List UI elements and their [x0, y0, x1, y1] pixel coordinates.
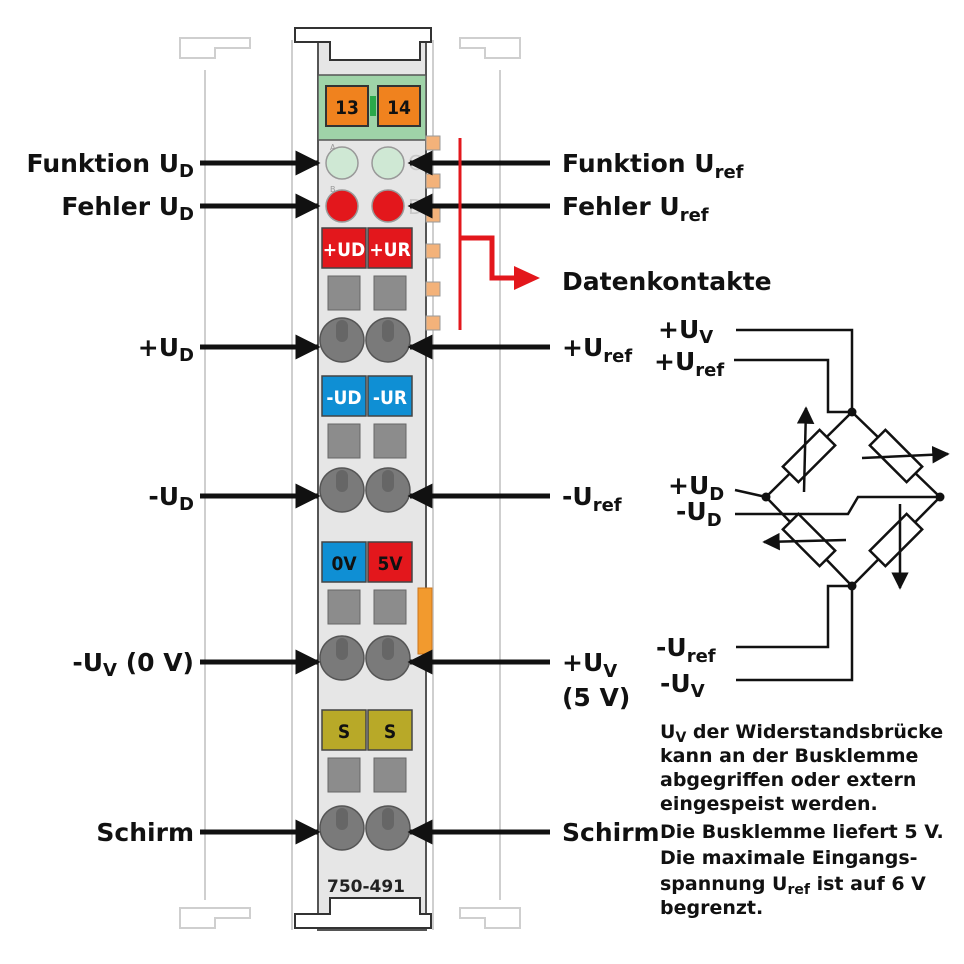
label-schirm-left: Schirm — [96, 818, 194, 847]
slot-s-left: S — [338, 721, 350, 743]
bridge-minus-uref: -Uref — [656, 633, 716, 667]
label-plus-uv-5v: (5 V) — [562, 683, 630, 712]
label-minus-ud: -UD — [148, 482, 194, 515]
slot-minus-ud: -UD — [326, 387, 361, 409]
model-number: 750-491 — [327, 877, 405, 897]
left-arrows — [200, 150, 321, 845]
note-line-2: kann an der Busklemme — [660, 745, 918, 767]
label-plus-uref: +Uref — [562, 333, 632, 367]
label-minus-uv: -UV (0 V) — [72, 648, 194, 681]
note-line-6: Die maximale Eingangs- — [660, 847, 918, 869]
bridge-plus-ud: +UD — [668, 471, 724, 505]
terminal-slots: +UD +UR -UD -UR 0V 5V — [319, 227, 413, 897]
led-fehler-ud — [325, 189, 359, 223]
label-fehler-uref: Fehler Uref — [562, 192, 709, 226]
svg-text:B: B — [330, 185, 336, 194]
bridge-plus-uv: +UV — [658, 315, 713, 348]
slot-plus-ur: +UR — [369, 239, 410, 261]
slot-minus-ur: -UR — [373, 387, 407, 409]
svg-text:A: A — [330, 143, 336, 152]
right-arrows — [407, 150, 550, 845]
terminal-numbers: 13 14 — [325, 85, 421, 127]
label-funktion-ud: Funktion UD — [26, 149, 194, 182]
slot-s-right: S — [384, 721, 396, 743]
label-plus-ud: +UD — [138, 333, 194, 366]
note-line-4: eingespeist werden. — [660, 793, 878, 815]
led-fehler-uref — [371, 189, 405, 223]
label-fehler-ud: Fehler UD — [61, 192, 194, 225]
bridge-minus-uv: -UV — [660, 669, 705, 702]
number-14: 14 — [387, 97, 411, 119]
bridge-minus-ud: -UD — [676, 497, 722, 531]
number-13: 13 — [335, 97, 359, 119]
led-funktion-uref — [371, 146, 405, 180]
resistor-bridge: +UV +Uref +UD -UD -Uref -UV — [654, 315, 950, 702]
left-labels: Funktion UD Fehler UD +UD -UD -UV (0 V) … — [26, 149, 194, 847]
note-line-3: abgegriffen oder extern — [660, 769, 916, 791]
datenkontakte-bracket — [458, 138, 540, 330]
note-line-8: begrenzt. — [660, 897, 763, 919]
label-plus-uv: +UV — [562, 648, 617, 682]
slot-0v: 0V — [331, 553, 357, 575]
label-schirm-right: Schirm — [562, 818, 660, 847]
led-funktion-ud — [325, 146, 359, 180]
note-line-7: spannung Uref ist auf 6 V — [660, 873, 926, 898]
right-labels: Funktion Uref Fehler Uref Datenkontakte … — [562, 149, 772, 847]
note-line-1: UV der Widerstandsbrücke — [660, 721, 943, 746]
label-datenkontakte: Datenkontakte — [562, 267, 772, 296]
label-minus-uref: -Uref — [562, 482, 622, 516]
slot-5v: 5V — [377, 553, 403, 575]
note-text: UV der Widerstandsbrücke kann an der Bus… — [660, 721, 944, 919]
slot-plus-ud: +UD — [323, 239, 365, 261]
label-funktion-uref: Funktion Uref — [562, 149, 744, 183]
bridge-plus-uref: +Uref — [654, 347, 724, 381]
note-line-5: Die Busklemme liefert 5 V. — [660, 821, 944, 843]
